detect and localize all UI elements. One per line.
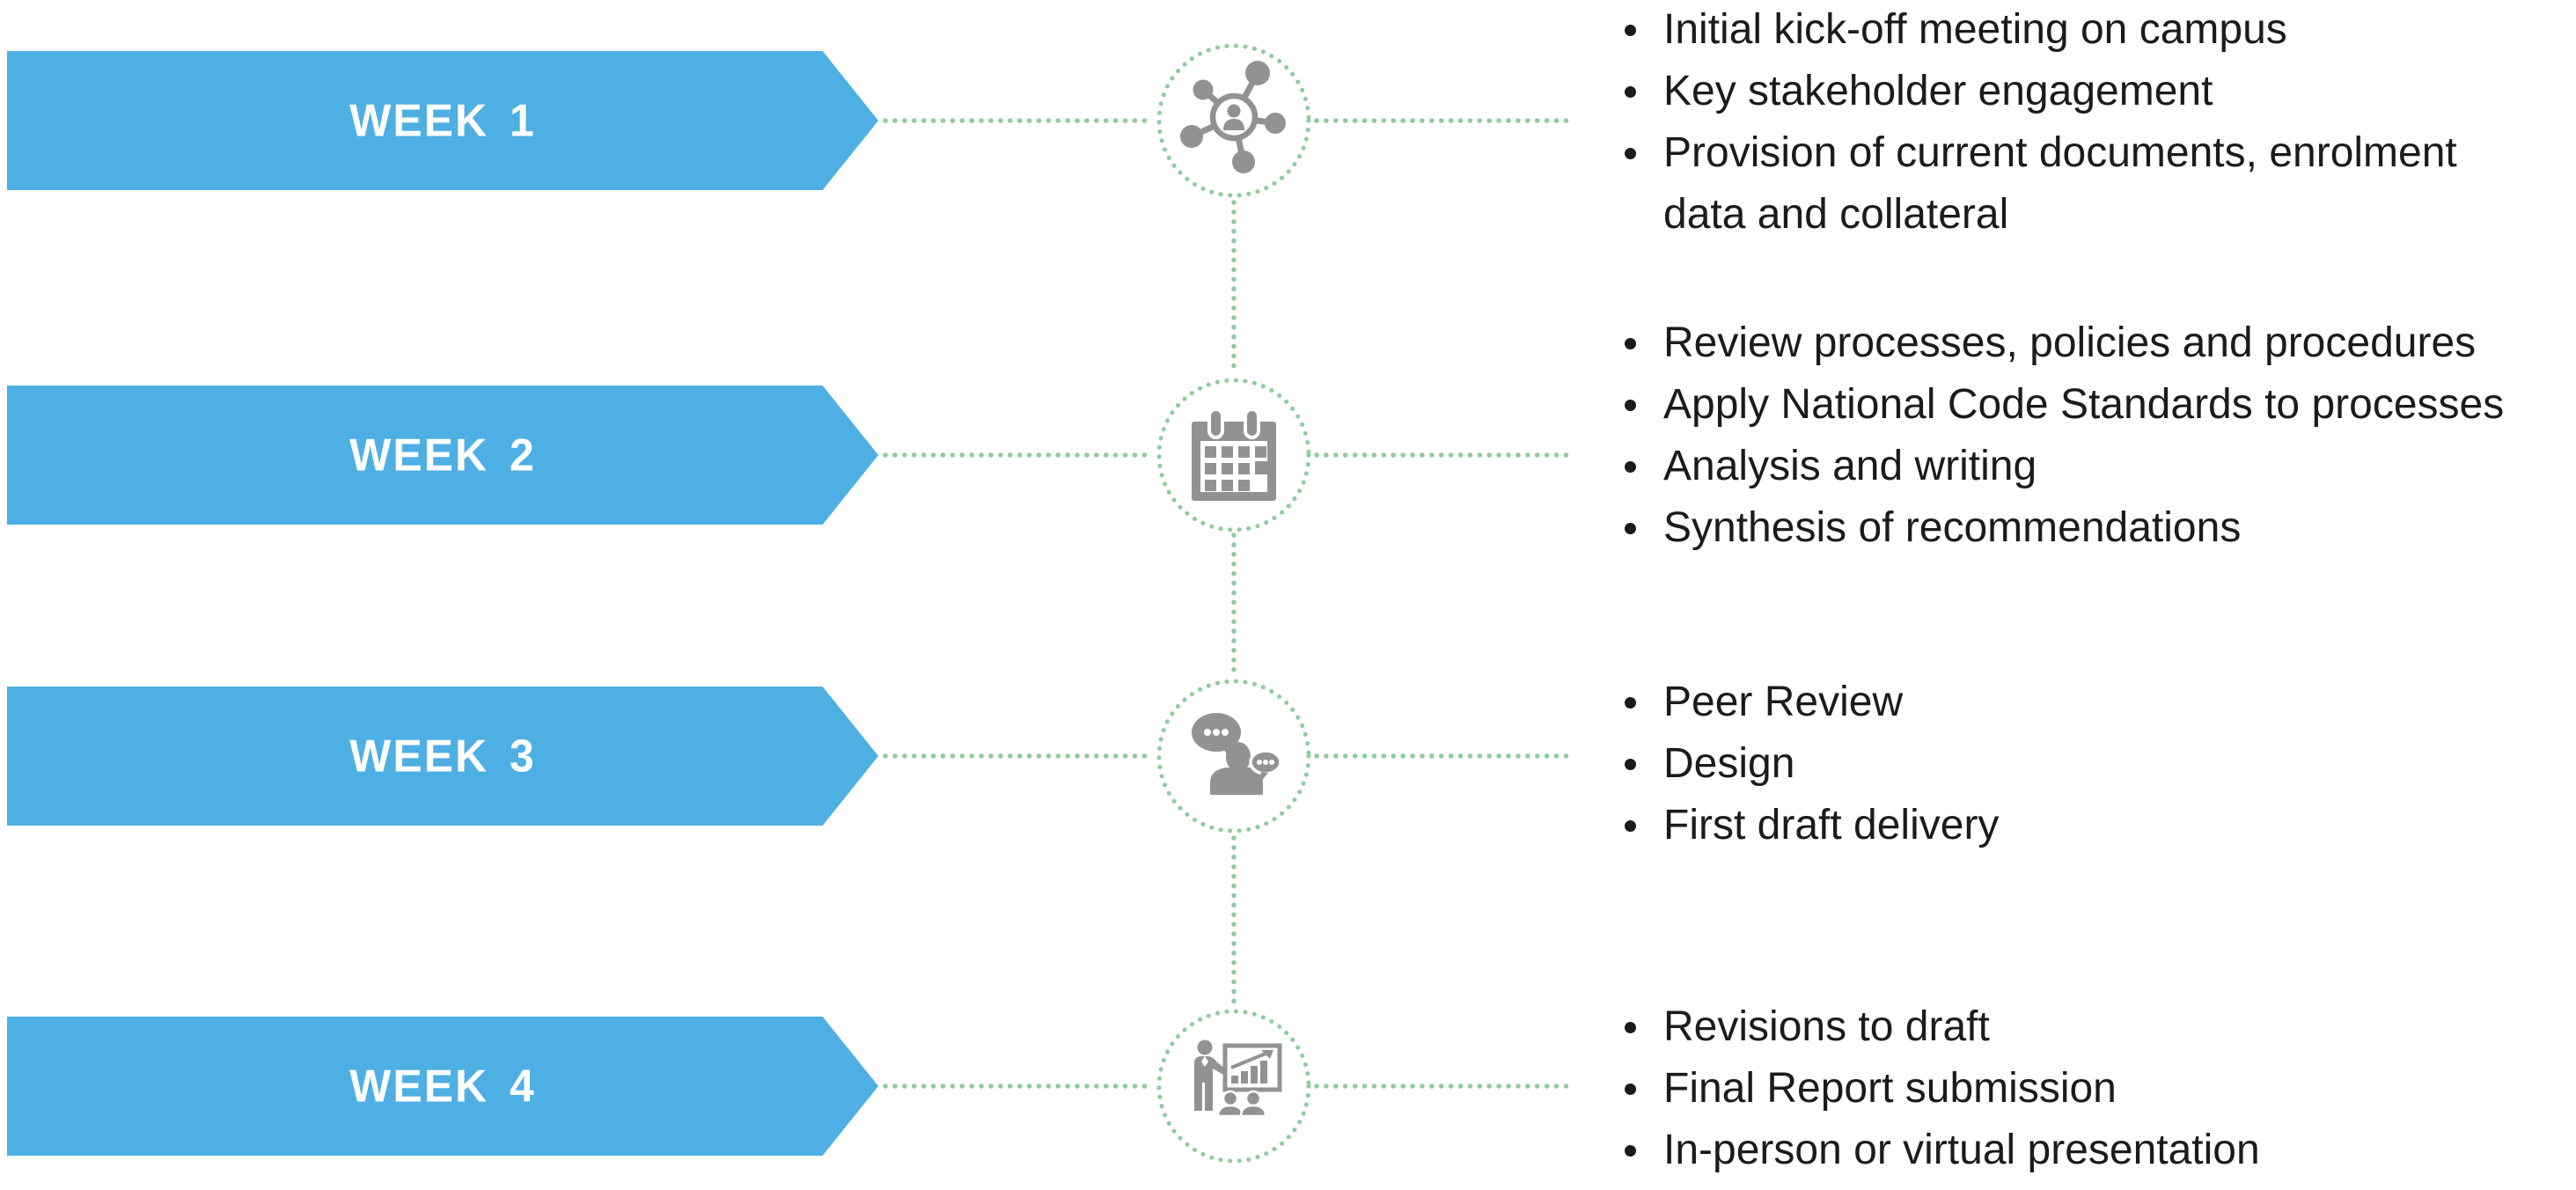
task-item: Revisions to draft <box>1623 996 2260 1058</box>
presentation-icon <box>1156 1009 1311 1164</box>
vertical-dotted-connector <box>1231 533 1237 679</box>
task-item: Provision of current documents, enrolmen… <box>1623 122 2543 246</box>
week-3-label: WEEK 3 <box>349 730 536 782</box>
dotted-connector-right <box>1314 753 1574 759</box>
task-item: Key stakeholder engagement <box>1623 61 2543 122</box>
network-people-glyph <box>1180 61 1286 173</box>
dotted-connector-right <box>1314 118 1574 123</box>
task-item: Apply National Code Standards to process… <box>1623 374 2504 436</box>
dotted-connector-right <box>1314 1083 1574 1089</box>
task-item: First draft delivery <box>1623 795 1999 856</box>
vertical-dotted-connector <box>1231 835 1237 1008</box>
dotted-circle <box>1156 378 1311 533</box>
week-1-banner: WEEK 1 <box>7 51 878 190</box>
task-item: In-person or virtual presentation <box>1623 1120 2260 1181</box>
week-3-tasks: Peer Review Design First draft delivery <box>1623 672 1999 856</box>
calendar-glyph <box>1192 408 1276 501</box>
dotted-connector-right <box>1314 452 1574 458</box>
network-people-icon <box>1156 43 1311 198</box>
task-item: Peer Review <box>1623 672 1999 733</box>
week-2-banner: WEEK 2 <box>7 386 878 525</box>
task-item: Review processes, policies and procedure… <box>1623 312 2504 374</box>
week-2-tasks: Review processes, policies and procedure… <box>1623 312 2504 559</box>
dotted-circle <box>1156 1009 1311 1164</box>
week-3-banner: WEEK 3 <box>7 687 878 826</box>
task-item: Final Report submission <box>1623 1058 2260 1120</box>
week-4-tasks: Revisions to draft Final Report submissi… <box>1623 996 2260 1181</box>
calendar-icon <box>1156 378 1311 533</box>
discussion-glyph <box>1192 713 1282 795</box>
vertical-dotted-connector <box>1231 200 1237 376</box>
week-2-label: WEEK 2 <box>349 429 536 481</box>
week-4-banner: WEEK 4 <box>7 1017 878 1156</box>
week-1-tasks: Initial kick-off meeting on campus Key s… <box>1623 0 2543 246</box>
dotted-connector-left <box>883 452 1156 458</box>
task-item: Initial kick-off meeting on campus <box>1623 0 2543 61</box>
dotted-connector-left <box>883 753 1156 759</box>
task-item: Analysis and writing <box>1623 436 2504 497</box>
week-4-label: WEEK 4 <box>349 1060 536 1113</box>
dotted-connector-left <box>883 1083 1156 1089</box>
task-item: Synthesis of recommendations <box>1623 497 2504 559</box>
discussion-icon <box>1156 679 1311 834</box>
task-item: Design <box>1623 733 1999 795</box>
week-1-label: WEEK 1 <box>349 94 536 147</box>
dotted-circle <box>1156 43 1311 198</box>
dotted-circle <box>1156 679 1311 834</box>
presentation-glyph <box>1194 1039 1282 1118</box>
dotted-connector-left <box>883 118 1156 123</box>
